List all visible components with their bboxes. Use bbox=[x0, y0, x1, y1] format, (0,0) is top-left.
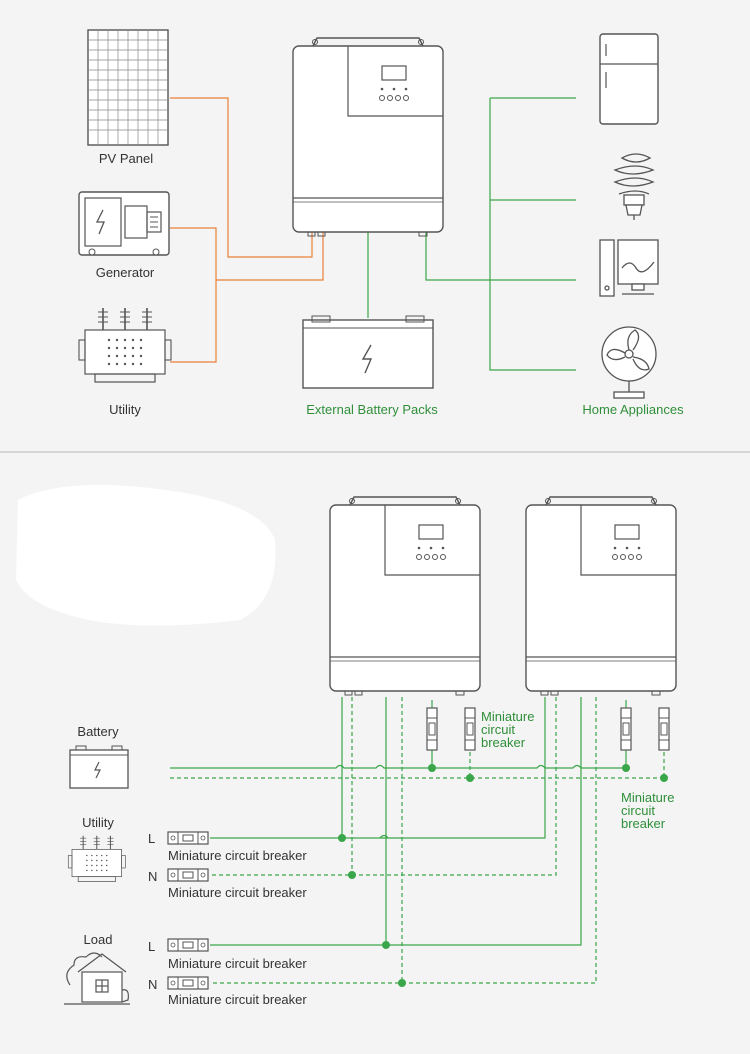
utility-n-label: N bbox=[148, 869, 157, 884]
battery-icon bbox=[69, 745, 129, 789]
utility-l-label: L bbox=[148, 831, 155, 846]
load-l-breaker-label: Miniature circuit breaker bbox=[168, 956, 307, 971]
breaker-icon bbox=[167, 938, 209, 952]
mcb-stack-2-line-3: breaker bbox=[621, 816, 666, 831]
bulb-icon bbox=[613, 153, 655, 220]
load-n-breaker-label: Miniature circuit breaker bbox=[168, 992, 307, 1007]
battery-label: Battery bbox=[77, 724, 119, 739]
mcb-stack-1-line-2: circuit bbox=[481, 722, 515, 737]
generator-label: Generator bbox=[96, 265, 155, 280]
utility-label-top: Utility bbox=[109, 402, 141, 417]
utility-n-breaker-label: Miniature circuit breaker bbox=[168, 885, 307, 900]
green-dashed-wiring bbox=[170, 697, 665, 984]
orange-wiring bbox=[170, 97, 324, 363]
load-n-label: N bbox=[148, 977, 157, 992]
breaker-icon bbox=[620, 707, 632, 751]
battery-icon bbox=[302, 315, 434, 389]
house-icon bbox=[64, 952, 130, 1005]
battery-packs-label: External Battery Packs bbox=[306, 402, 438, 417]
breaker-icon bbox=[658, 707, 670, 751]
home-appliances-label: Home Appliances bbox=[582, 402, 684, 417]
load-l-label: L bbox=[148, 939, 155, 954]
green-wiring bbox=[367, 97, 576, 371]
breaker-icon bbox=[426, 707, 438, 751]
generator-icon bbox=[78, 191, 170, 256]
mcb-stack-2-line-2: circuit bbox=[621, 803, 655, 818]
inverter-icon bbox=[525, 496, 677, 696]
fan-icon bbox=[601, 326, 657, 399]
breaker-icon bbox=[167, 831, 209, 845]
utility-l-breaker-label: Miniature circuit breaker bbox=[168, 848, 307, 863]
pv-panel-label: PV Panel bbox=[99, 151, 153, 166]
solar-panel-icon bbox=[87, 29, 169, 146]
breaker-icon bbox=[167, 868, 209, 882]
utility-label-bottom: Utility bbox=[82, 815, 114, 830]
breaker-icon bbox=[464, 707, 476, 751]
blank-blob bbox=[16, 484, 276, 626]
mcb-stack-1-line-3: breaker bbox=[481, 735, 526, 750]
fridge-icon bbox=[599, 33, 659, 125]
inverter-icon bbox=[329, 496, 481, 696]
junction-dots bbox=[338, 764, 668, 987]
utility-pylon-icon bbox=[67, 835, 126, 883]
mcb-stack-1-line-1: Miniature bbox=[481, 709, 534, 724]
breaker-icon bbox=[167, 976, 209, 990]
load-label: Load bbox=[84, 932, 113, 947]
utility-pylon-icon bbox=[78, 307, 172, 383]
inverter-icon bbox=[292, 37, 444, 237]
green-solid-wiring bbox=[170, 697, 627, 946]
computer-icon bbox=[599, 239, 659, 297]
mcb-stack-2-line-1: Miniature bbox=[621, 790, 674, 805]
